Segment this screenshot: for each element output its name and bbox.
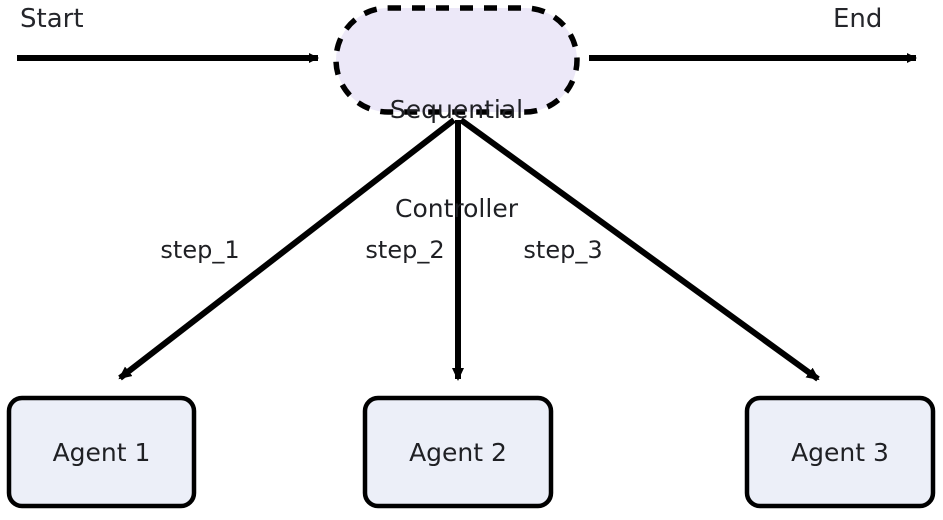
agent-3-node[interactable] [744, 395, 936, 509]
edge-label-step-1: step_1 [160, 236, 240, 264]
end-label: End [833, 4, 883, 34]
edge-step-3[interactable] [459, 117, 820, 382]
edge-step-1[interactable] [118, 117, 456, 381]
edge-label-step-3: step_3 [523, 236, 603, 264]
agent-1-node[interactable] [6, 395, 197, 509]
edge-label-step-2: step_2 [365, 236, 445, 264]
controller-node[interactable] [333, 5, 580, 115]
agent-2-node[interactable] [362, 395, 554, 509]
start-label: Start [20, 4, 84, 34]
